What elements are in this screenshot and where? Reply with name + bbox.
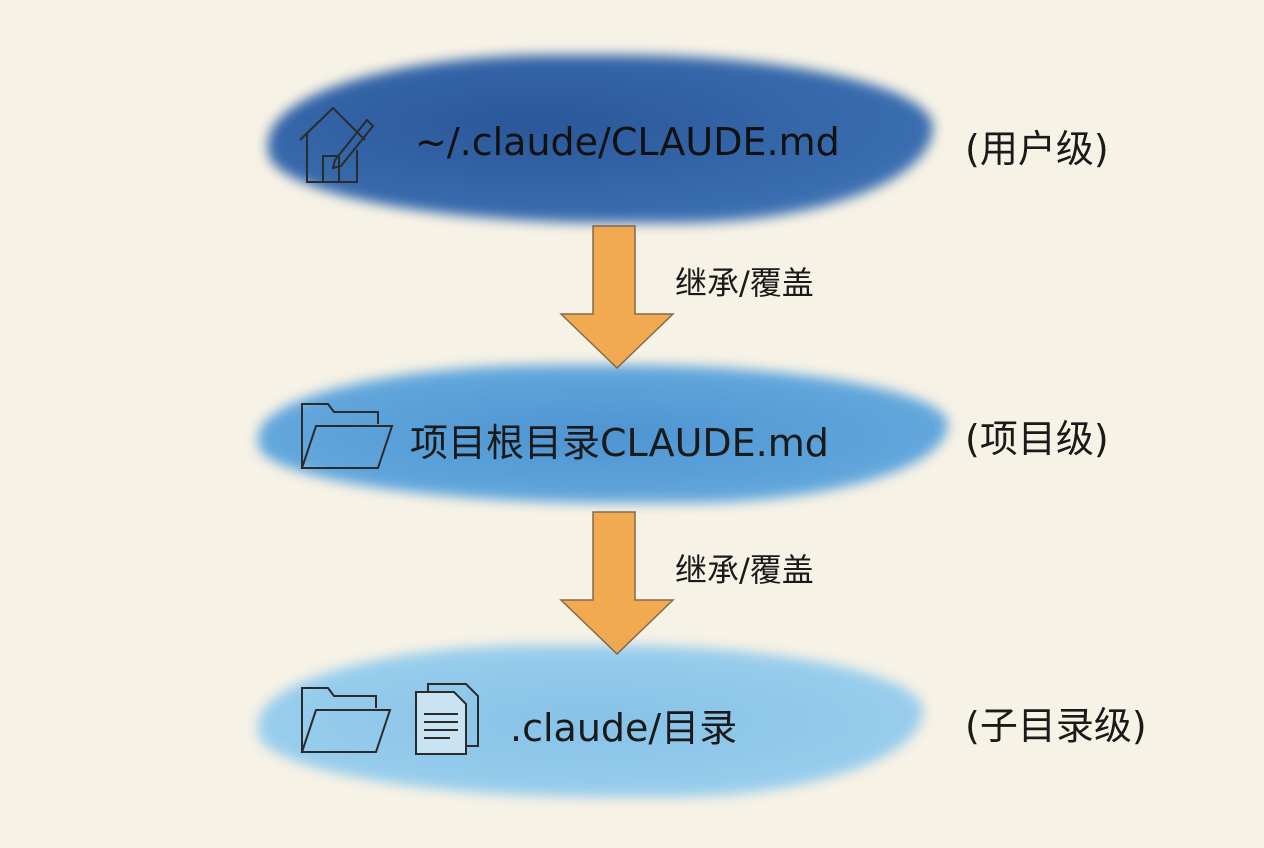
- folder-document-icon: [300, 683, 479, 755]
- project-level-watercolor-band: [258, 365, 948, 503]
- inherit-override-label-2: 继承/覆盖: [675, 551, 814, 589]
- inherit-override-label-1: 继承/覆盖: [675, 264, 814, 302]
- subdir-level-label: (子目录级): [965, 704, 1147, 748]
- subdir-level-path: .claude/目录: [510, 706, 738, 750]
- house-pencil-icon: [299, 106, 375, 183]
- project-level-label: (项目级): [965, 417, 1109, 461]
- inherit-arrow-2: [559, 511, 675, 656]
- user-level-watercolor-band: [268, 55, 933, 223]
- project-level-path: 项目根目录CLAUDE.md: [410, 421, 829, 465]
- subdir-level-watercolor-band: [258, 645, 923, 797]
- inherit-arrow-1: [559, 225, 675, 370]
- user-level-path: ~/.claude/CLAUDE.md: [415, 120, 840, 164]
- user-level-label: (用户级): [965, 127, 1109, 171]
- folder-icon: [300, 403, 394, 469]
